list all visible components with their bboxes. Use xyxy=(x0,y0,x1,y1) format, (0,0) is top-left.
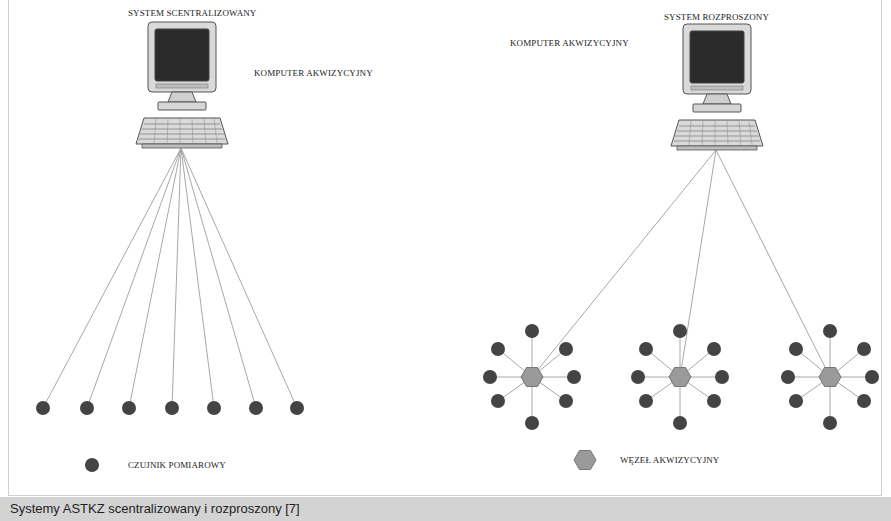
computer-label: KOMPUTER AKWIZYCYJNY xyxy=(254,68,373,78)
computer-label: KOMPUTER AKWIZYCYJNY xyxy=(510,38,629,48)
figure-caption: Systemy ASTKZ scentralizowany i rozprosz… xyxy=(10,501,300,516)
legend-text: WĘZEŁ AKWIZYCYJNY xyxy=(620,455,719,465)
legend-text: CZUJNIK POMIAROWY xyxy=(128,460,226,470)
system-title: SYSTEM SCENTRALIZOWANY xyxy=(128,8,256,18)
system-title: SYSTEM ROZPROSZONY xyxy=(664,12,769,22)
